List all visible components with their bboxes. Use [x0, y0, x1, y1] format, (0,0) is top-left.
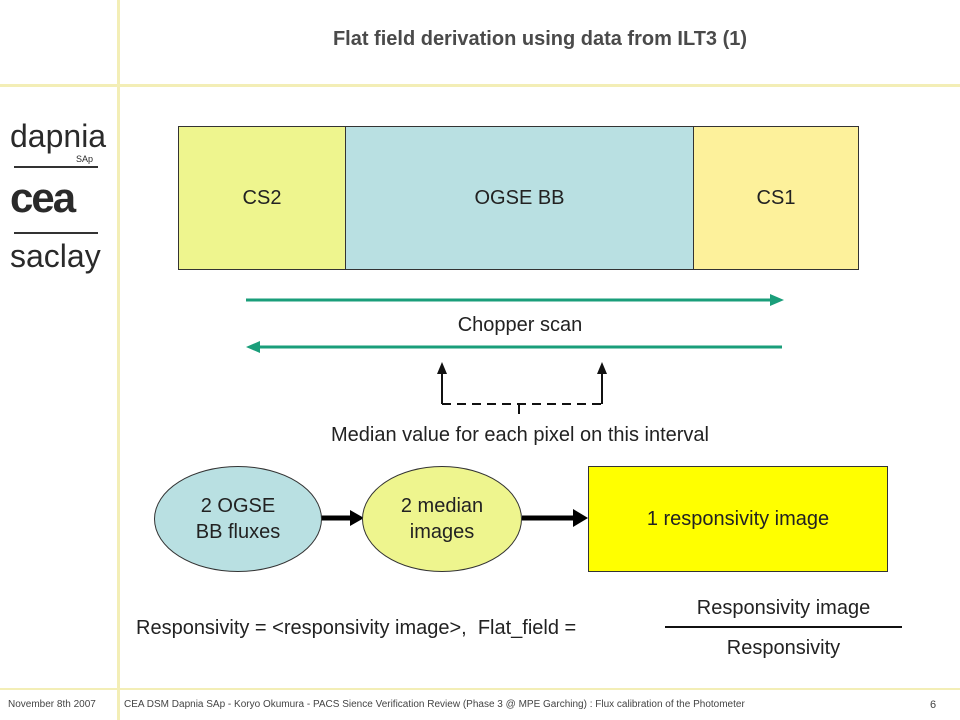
logo-dapnia: dapnia — [10, 118, 107, 154]
ellipse1-line1: 2 OGSE — [200, 495, 276, 517]
interval-right-arrow — [597, 362, 607, 404]
chopper-scan-label: Chopper scan — [457, 314, 583, 336]
band-ogse-bb: OGSE BB — [345, 126, 694, 270]
band-ogse-bb-label: OGSE BB — [474, 186, 565, 209]
logo-sap: SAp — [76, 154, 94, 164]
header-divider — [0, 84, 960, 87]
median-images-ellipse: 2 median images — [362, 466, 522, 572]
band-cs1-label: CS1 — [756, 186, 796, 209]
slide-title: Flat field derivation using data from IL… — [332, 28, 748, 50]
logo-saclay: saclay — [10, 238, 101, 274]
logo-cea: cea — [10, 174, 76, 221]
ellipse2-line2: images — [409, 521, 475, 543]
responsivity-image-box: 1 responsivity image — [588, 466, 888, 572]
footer-page-number: 6 — [930, 699, 937, 711]
vertical-divider — [117, 0, 120, 720]
footer-date: November 8th 2007 — [8, 699, 96, 710]
band-cs2-label: CS2 — [242, 186, 282, 209]
flow-arrow-1 — [320, 510, 364, 526]
ellipse1-line2: BB fluxes — [195, 521, 281, 543]
ellipse2-line1: 2 median — [400, 495, 484, 517]
logo-rule-top — [14, 166, 98, 168]
chopper-forward-arrow — [246, 294, 784, 306]
logo-rule-bottom — [14, 232, 98, 234]
responsivity-image-label: 1 responsivity image — [646, 507, 830, 530]
ogse-bb-fluxes-ellipse: 2 OGSE BB fluxes — [154, 466, 322, 572]
formula-numerator: Responsivity image — [696, 597, 871, 619]
flow-arrow-2 — [522, 509, 588, 527]
band-cs2: CS2 — [178, 126, 346, 270]
band-cs1: CS1 — [693, 126, 859, 270]
formula-denominator: Responsivity — [726, 637, 841, 659]
median-interval-label: Median value for each pixel on this inte… — [331, 424, 709, 446]
chopper-backward-arrow — [246, 341, 782, 353]
footer-divider — [0, 688, 960, 690]
logo: dapnia SAp cea saclay — [10, 118, 110, 278]
formula-left: Responsivity = <responsivity image>, Fla… — [136, 617, 577, 639]
footer-text: CEA DSM Dapnia SAp - Koryo Okumura - PAC… — [124, 699, 745, 710]
interval-left-arrow — [437, 362, 447, 404]
